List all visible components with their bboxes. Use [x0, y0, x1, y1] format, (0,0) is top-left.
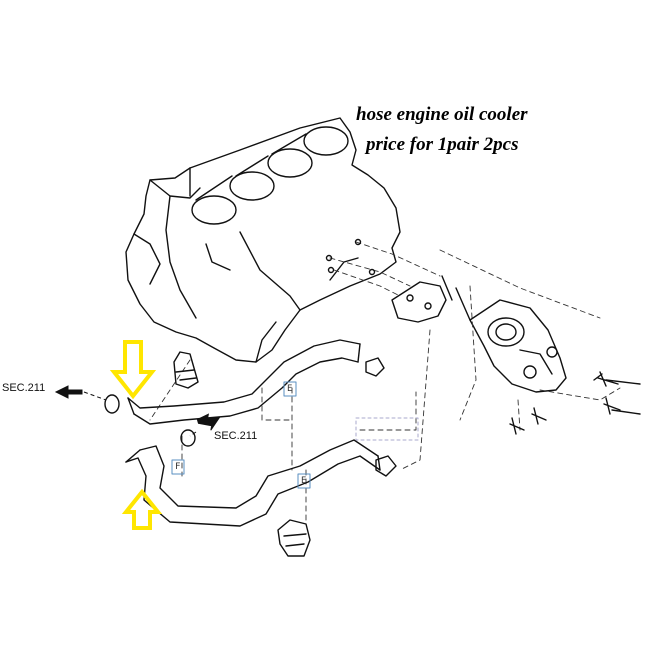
clamp-upper-left — [104, 394, 120, 414]
clamp-lower-right — [375, 455, 397, 477]
cylinder-bore-4 — [303, 126, 349, 156]
highlight-arrows — [109, 340, 163, 530]
section-ref-left: SEC.211 — [2, 382, 46, 394]
engine-block — [125, 117, 401, 363]
lower-hose — [125, 439, 381, 527]
clamp-upper-right — [365, 357, 385, 377]
callout-letter: E — [287, 384, 293, 394]
cylinder-bore-3 — [267, 148, 313, 178]
yellow-down-arrow-icon — [109, 340, 157, 400]
callout-boxes — [171, 381, 419, 489]
right-arrow-icon — [196, 413, 221, 431]
cylinder-bore-1 — [191, 195, 237, 225]
leader-lines — [149, 241, 621, 521]
hose-clamps — [104, 351, 397, 557]
clamp-middle — [180, 429, 196, 447]
oil-cooler-body — [487, 317, 525, 347]
yellow-up-arrow-icon — [121, 488, 163, 530]
cylinder-bore-2 — [229, 171, 275, 201]
caption-title: hose engine oil cooler — [356, 104, 528, 125]
oil-cooler-assembly — [391, 275, 567, 393]
callout-letter: E — [301, 476, 307, 486]
sec-arrows — [54, 385, 221, 437]
callout-letter: F — [175, 462, 181, 472]
bolts — [325, 238, 641, 435]
upper-hose — [127, 339, 361, 425]
caption-price: price for 1pair 2pcs — [366, 134, 519, 155]
section-ref-middle: SEC.211 — [214, 430, 258, 442]
left-arrow-icon — [54, 385, 83, 399]
